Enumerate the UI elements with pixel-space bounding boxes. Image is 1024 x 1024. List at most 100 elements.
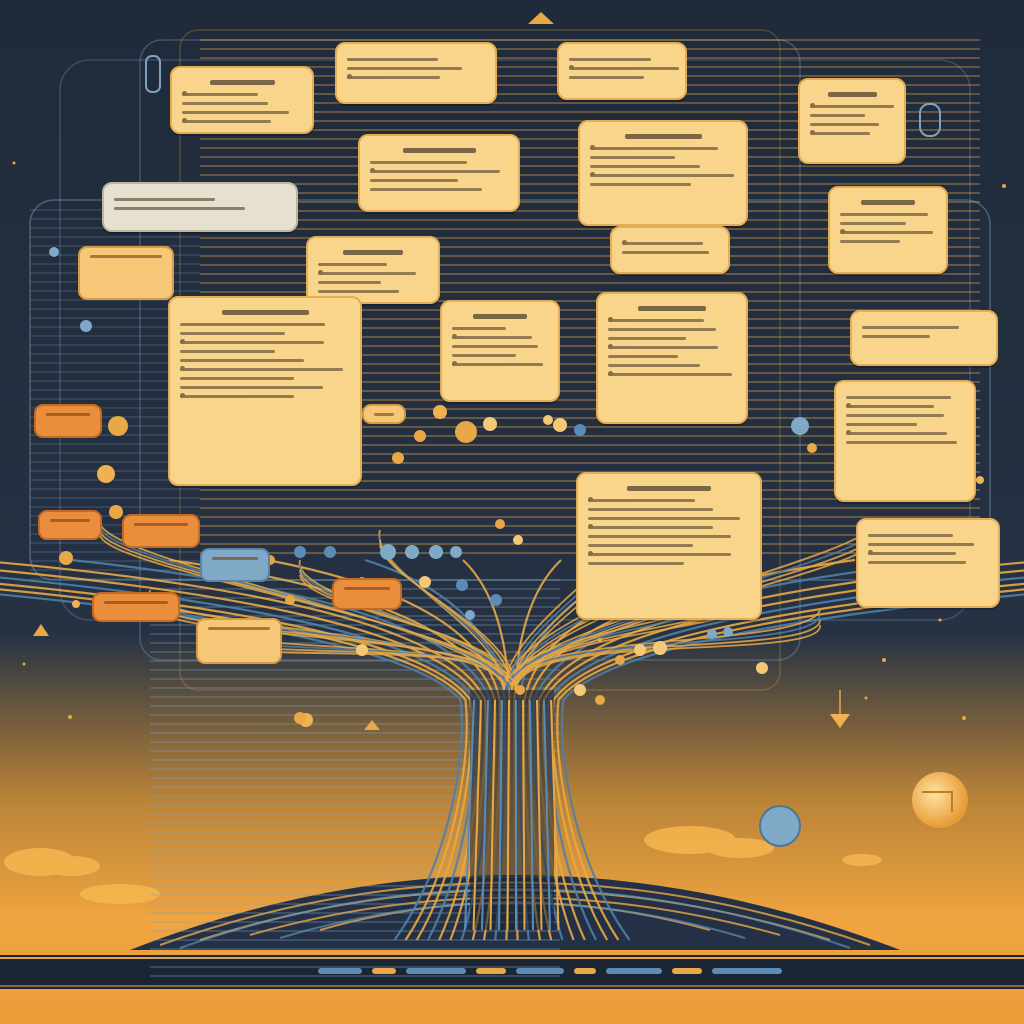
card-title-placeholder bbox=[624, 134, 702, 139]
moon-icon bbox=[912, 772, 968, 828]
label-pill bbox=[92, 592, 180, 622]
circuit-node bbox=[553, 418, 567, 432]
circuit-node bbox=[756, 662, 768, 674]
card-text-line bbox=[868, 550, 956, 555]
cloud-icon bbox=[4, 826, 882, 904]
branch-trace bbox=[99, 524, 509, 691]
info-card bbox=[828, 186, 948, 274]
card-text-line bbox=[347, 74, 440, 79]
card-text-line bbox=[452, 345, 539, 348]
circuit-node bbox=[433, 405, 447, 419]
pill-text-line bbox=[344, 587, 390, 590]
trunk-trace bbox=[472, 699, 482, 931]
card-text-line bbox=[840, 213, 929, 216]
label-pill bbox=[196, 618, 282, 664]
card-text-line bbox=[846, 441, 957, 444]
card-text-line bbox=[846, 403, 934, 408]
card-text-line bbox=[182, 118, 272, 123]
card-text-line bbox=[114, 207, 245, 210]
card-text-line bbox=[180, 323, 325, 326]
card-title-placeholder bbox=[402, 148, 476, 153]
card-text-line bbox=[810, 103, 894, 108]
circuit-node bbox=[465, 610, 475, 620]
card-text-line bbox=[588, 517, 741, 520]
card-text-line bbox=[622, 251, 710, 254]
circuit-node bbox=[791, 417, 809, 435]
card-text-line bbox=[318, 281, 381, 284]
circuit-node bbox=[490, 594, 502, 606]
circuit-node bbox=[392, 452, 404, 464]
card-text-line bbox=[588, 508, 713, 511]
info-card bbox=[168, 296, 362, 486]
circuit-node bbox=[108, 416, 128, 436]
card-text-line bbox=[608, 371, 732, 376]
circuit-node bbox=[294, 546, 306, 558]
outlet-icon bbox=[145, 55, 161, 93]
info-card bbox=[596, 292, 748, 424]
card-text-line bbox=[347, 67, 462, 70]
card-text-line bbox=[846, 414, 944, 417]
card-text-line bbox=[588, 497, 696, 502]
card-text-line bbox=[846, 396, 952, 399]
trunk-trace bbox=[551, 582, 1024, 941]
info-card bbox=[358, 134, 520, 212]
pill-text-line bbox=[208, 627, 270, 630]
card-text-line bbox=[590, 165, 700, 168]
circuit-node bbox=[807, 443, 817, 453]
card-text-line bbox=[608, 344, 718, 349]
card-text-line bbox=[590, 172, 735, 177]
circuit-node bbox=[976, 476, 984, 484]
circuit-node bbox=[595, 695, 605, 705]
circuit-node bbox=[450, 546, 462, 558]
card-title-placeholder bbox=[473, 314, 527, 319]
circuit-node bbox=[543, 415, 553, 425]
card-text-line bbox=[318, 290, 400, 293]
trunk-trace bbox=[0, 576, 478, 941]
card-text-line bbox=[868, 561, 967, 564]
info-card bbox=[610, 226, 730, 274]
card-text-line bbox=[180, 339, 325, 344]
card-text-line bbox=[569, 76, 645, 79]
card-text-line bbox=[810, 114, 865, 117]
info-card bbox=[834, 380, 976, 502]
card-text-line bbox=[180, 377, 294, 380]
trunk-trace bbox=[522, 699, 526, 931]
branch-trace bbox=[99, 529, 513, 691]
card-text-line bbox=[862, 335, 931, 338]
card-text-line bbox=[569, 58, 651, 61]
branch-trace bbox=[515, 624, 821, 691]
circuit-node bbox=[615, 655, 625, 665]
card-text-line bbox=[370, 188, 482, 191]
card-title-placeholder bbox=[827, 92, 877, 97]
info-card bbox=[576, 472, 762, 620]
pill-text-line bbox=[104, 601, 168, 604]
card-title-placeholder bbox=[221, 310, 309, 315]
circuit-node bbox=[634, 644, 646, 656]
circuit-node bbox=[483, 417, 497, 431]
card-text-line bbox=[452, 327, 506, 330]
card-text-line bbox=[590, 183, 691, 186]
pill-text-line bbox=[46, 413, 90, 416]
card-text-line bbox=[868, 534, 954, 537]
card-text-line bbox=[588, 535, 731, 538]
trunk-trace bbox=[489, 699, 496, 931]
card-title-placeholder bbox=[861, 200, 915, 205]
card-text-line bbox=[588, 544, 694, 547]
info-card bbox=[335, 42, 497, 104]
card-text-line bbox=[840, 240, 901, 243]
card-text-line bbox=[608, 337, 687, 340]
label-pill bbox=[200, 548, 270, 582]
circuit-node bbox=[419, 576, 431, 588]
info-card bbox=[856, 518, 1000, 608]
card-text-line bbox=[846, 430, 947, 435]
trunk-trace bbox=[0, 593, 464, 941]
circuit-node bbox=[49, 247, 59, 257]
label-pill bbox=[34, 404, 102, 438]
card-text-line bbox=[590, 145, 719, 150]
card-text-line bbox=[569, 65, 679, 70]
card-text-line bbox=[182, 102, 269, 105]
bottom-bar-indicators bbox=[318, 968, 782, 974]
pill-text-line bbox=[50, 519, 90, 522]
pill-text-line bbox=[90, 255, 162, 258]
card-text-line bbox=[180, 359, 305, 362]
